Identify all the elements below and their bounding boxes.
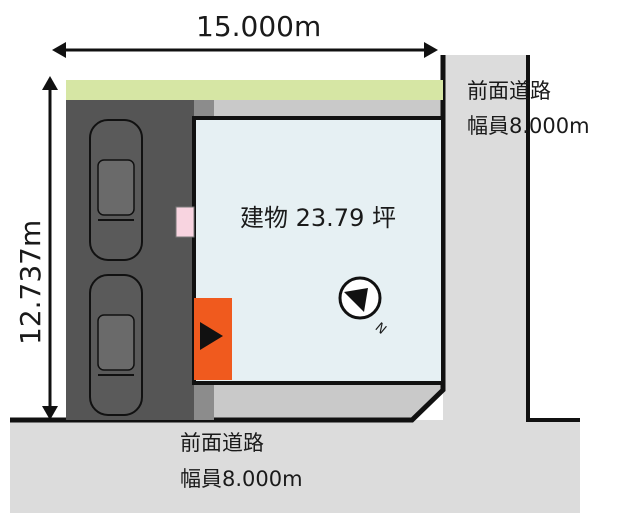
width-arrow-left-icon bbox=[52, 42, 66, 58]
car-bottom bbox=[89, 274, 143, 416]
road-edge-east bbox=[526, 55, 580, 422]
east-road-title: 前面道路 bbox=[467, 79, 551, 103]
east-road-width: 幅員8.000m bbox=[467, 114, 590, 138]
south-road bbox=[10, 420, 580, 513]
east-road bbox=[443, 55, 528, 420]
width-arrow-right-icon bbox=[424, 42, 438, 58]
entrance-arrow-icon bbox=[200, 322, 223, 350]
compass-icon bbox=[338, 276, 382, 320]
mailbox bbox=[175, 206, 195, 238]
width-dimension-label: 15.000m bbox=[196, 10, 321, 43]
depth-dimension-label: 12.737m bbox=[14, 220, 47, 345]
building-label: 建物 23.79 坪 bbox=[240, 204, 396, 232]
depth-arrow-bottom-icon bbox=[42, 406, 58, 420]
building bbox=[192, 116, 445, 385]
car-top bbox=[89, 119, 143, 261]
depth-arrow-top-icon bbox=[42, 76, 58, 90]
south-road-title: 前面道路 bbox=[180, 431, 264, 455]
south-road-width: 幅員8.000m bbox=[180, 467, 303, 491]
green-strip bbox=[66, 80, 443, 100]
